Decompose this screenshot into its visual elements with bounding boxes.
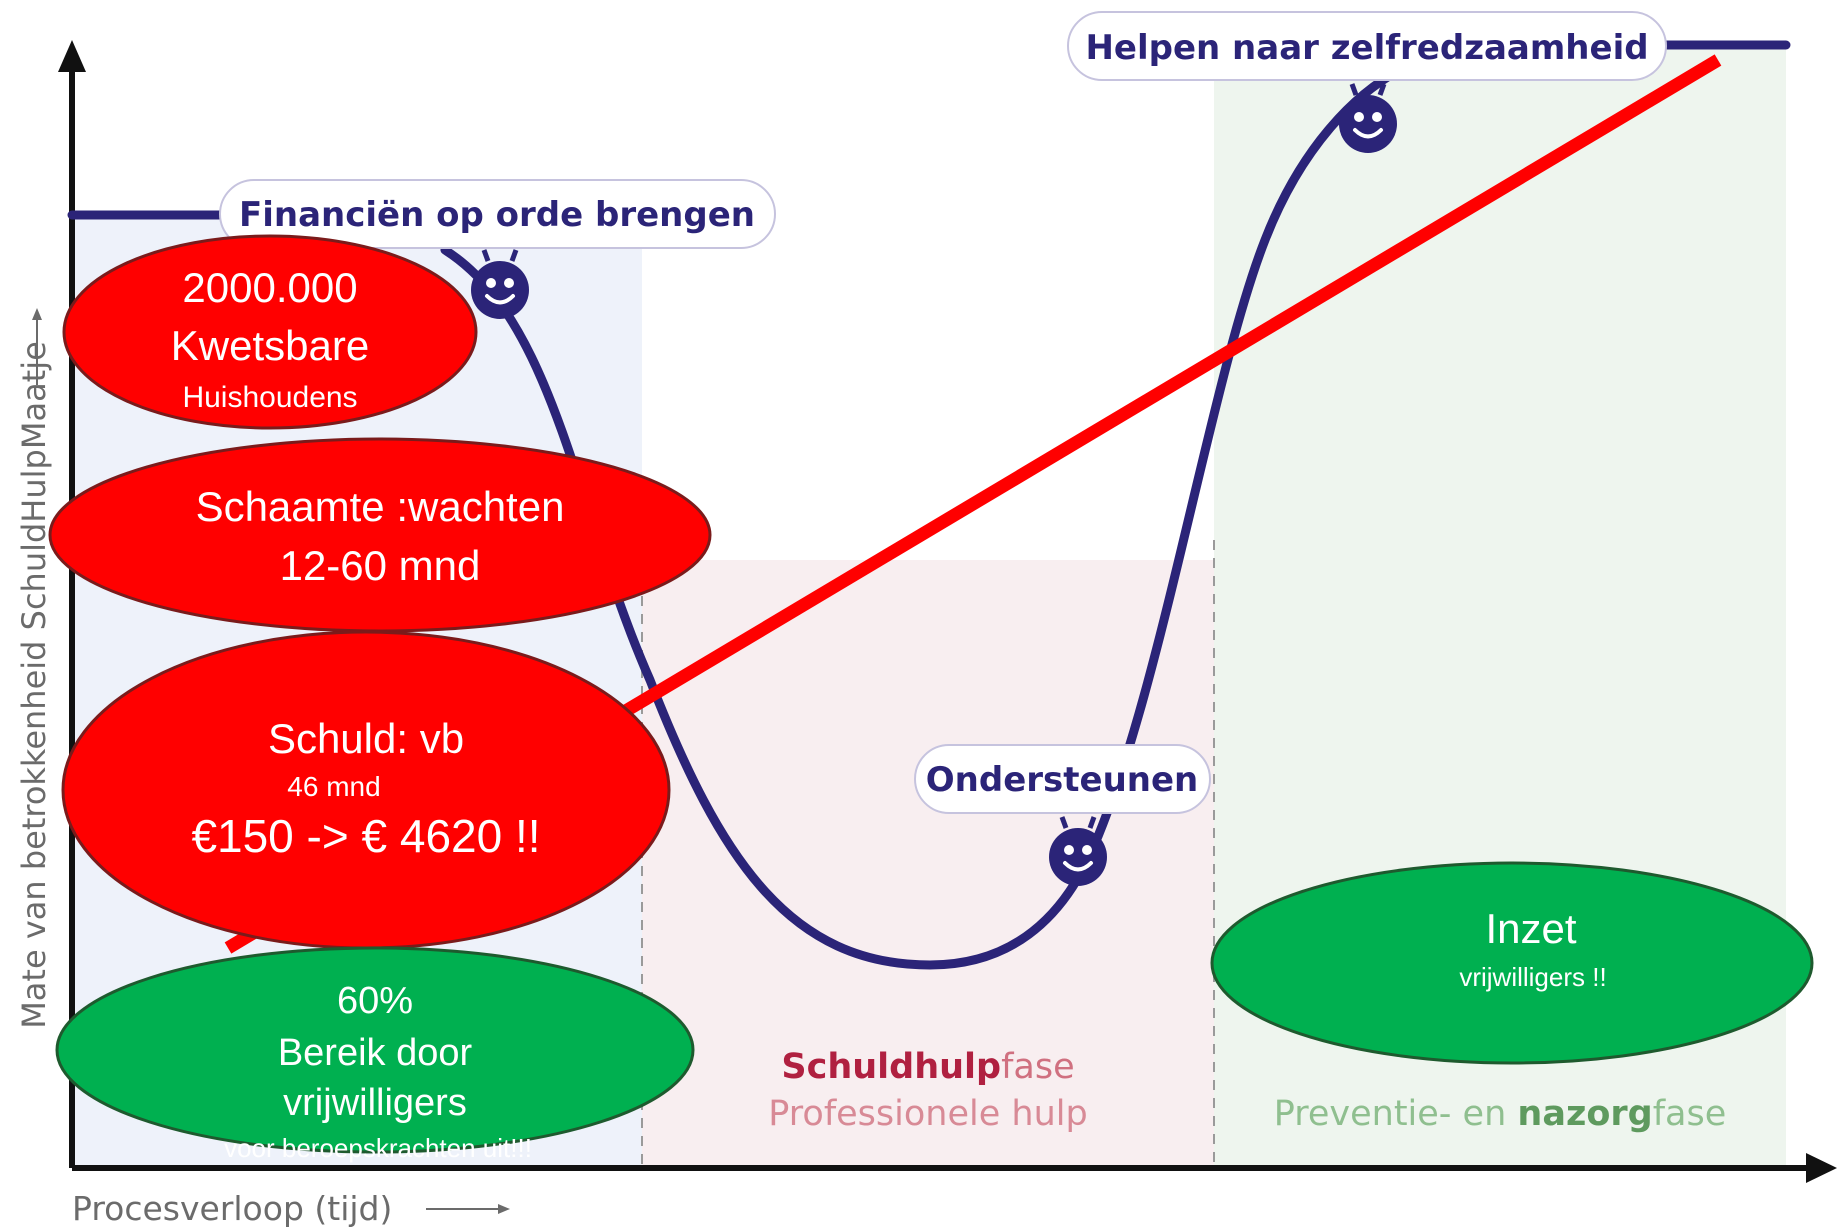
phase-label-nazorg-start: Preventie- en — [1274, 1094, 1518, 1134]
phase-sublabel-schuldhulp: Professionele hulp — [768, 1094, 1087, 1134]
callout-bereik: 60% Bereik door vrijwilligers voor beroe… — [55, 946, 695, 1163]
callout-schuld-line2: 46 mnd — [287, 771, 380, 802]
milestone-financien: Financiën op orde brengen — [219, 179, 776, 249]
y-axis-title-group: Mate van betrokkenheid SchuldHulpMaatje — [15, 341, 53, 1029]
callout-schaamte-line1: Schaamte :wachten — [196, 483, 565, 530]
callout-schuld: Schuld: vb 46 mnd €150 -> € 4620 !! — [61, 630, 671, 950]
x-axis-title: Procesverloop (tijd) — [72, 1189, 392, 1228]
milestone-label: Financiën op orde brengen — [239, 195, 755, 235]
milestone-pill — [219, 179, 776, 249]
callout-inzet-line2: vrijwilligers !! — [1459, 962, 1606, 992]
x-axis-arrow — [1806, 1153, 1837, 1183]
phase-label-schuldhulp-rest: fase — [1001, 1047, 1075, 1087]
callout-inzet-line1: Inzet — [1485, 905, 1576, 952]
smiley-icon — [1339, 83, 1397, 153]
callout-bereik-line1: 60% — [337, 980, 413, 1022]
milestone-zelfredzaam: Helpen naar zelfredzaamheid — [1067, 11, 1667, 81]
phase-label-nazorg-bold: nazorg — [1517, 1094, 1652, 1134]
y-axis-arrow — [58, 40, 86, 72]
callout-kwetsbare-line1: 2000.000 — [182, 264, 357, 311]
milestone-pill — [914, 744, 1211, 814]
callout-schuld-line3: €150 -> € 4620 !! — [191, 810, 540, 862]
phase-bg-schuldhulp — [642, 560, 1214, 1170]
smiley-icon — [1049, 816, 1107, 886]
callout-bereik-line3: vrijwilligers — [283, 1082, 467, 1124]
x-axis-title-arrowhead — [498, 1204, 510, 1214]
phase-label-schuldhulp: Schuldhulpfase — [781, 1047, 1074, 1087]
callout-kwetsbare-line2: Kwetsbare — [171, 322, 369, 369]
phase-label-schuldhulp-bold: Schuldhulp — [781, 1047, 1001, 1087]
y-axis-title-arrowhead — [32, 308, 42, 320]
callout-kwetsbare: 2000.000 Kwetsbare Huishoudens — [62, 234, 478, 430]
smiley-icon — [471, 249, 529, 319]
milestone-pill — [1067, 11, 1667, 81]
milestone-label: Helpen naar zelfredzaamheid — [1085, 28, 1648, 68]
callout-kwetsbare-line3: Huishoudens — [182, 381, 357, 414]
callout-schaamte-line2: 12-60 mnd — [280, 542, 481, 589]
callout-schaamte: Schaamte :wachten 12-60 mnd — [48, 437, 712, 633]
callout-inzet: Inzet vrijwilligers !! — [1210, 861, 1814, 1065]
phase-label-nazorg-rest: fase — [1653, 1094, 1727, 1134]
callout-bereik-line4: voor beroepskrachten uit!!! — [224, 1133, 532, 1163]
milestone-label: Ondersteunen — [926, 760, 1199, 800]
callout-bereik-line2: Bereik door — [278, 1032, 473, 1074]
phase-label-nazorg: Preventie- en nazorgfase — [1274, 1094, 1726, 1134]
milestone-ondersteunen: Ondersteunen — [914, 744, 1211, 814]
callout-schuld-line1: Schuld: vb — [268, 715, 464, 762]
y-axis-title: Mate van betrokkenheid SchuldHulpMaatje — [15, 341, 53, 1029]
